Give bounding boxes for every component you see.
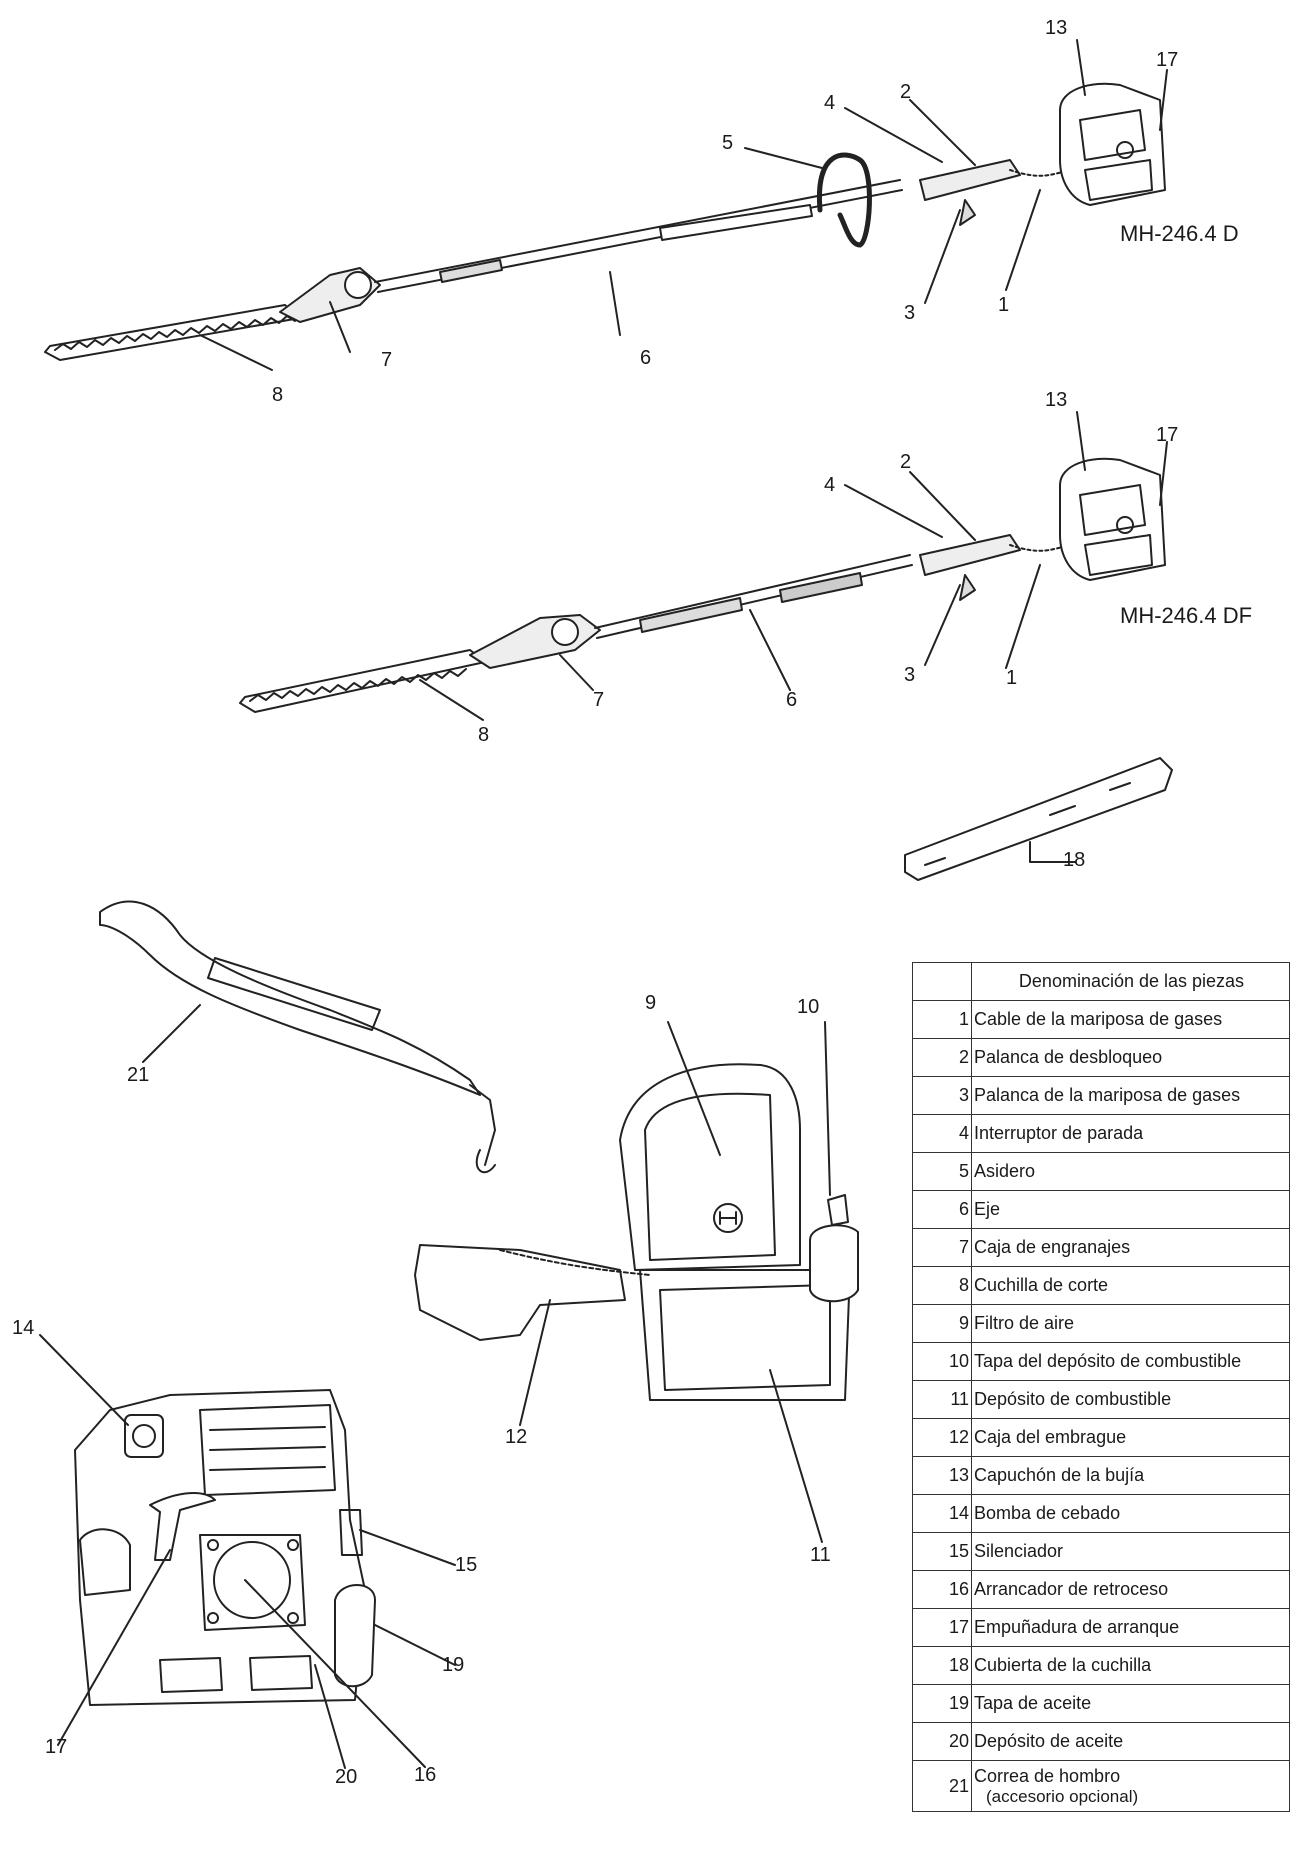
callout-17: 17: [1156, 424, 1179, 446]
front-handle-d: [816, 152, 872, 248]
callout-13: 13: [1045, 17, 1068, 39]
table-row: 21 Correa de hombro (accesorio opcional): [912, 1760, 1290, 1812]
callout-13: 13: [1045, 389, 1068, 411]
table-header: Denominación de las piezas: [971, 962, 1290, 1001]
callout-19: 19: [442, 1654, 465, 1676]
hedge-trimmer-d: [44, 39, 1168, 371]
table-header-row: Denominación de las piezas: [912, 962, 1290, 1001]
callout-6: 6: [786, 689, 798, 711]
callout-17: 17: [1156, 49, 1179, 71]
engine-df: [1059, 457, 1166, 581]
engine-side-view: [414, 1021, 859, 1543]
callout-17: 17: [45, 1736, 68, 1758]
callout-7: 7: [381, 349, 393, 371]
callout-8: 8: [272, 384, 284, 406]
model-label-df: MH-246.4 DF: [1120, 603, 1253, 628]
row-note: (accesorio opcional): [986, 1786, 1139, 1806]
model-label-d: MH-246.4 D: [1120, 221, 1239, 246]
callout-9: 9: [645, 992, 657, 1014]
callout-2: 2: [900, 81, 912, 103]
callout-3: 3: [904, 302, 916, 324]
callout-20: 20: [335, 1766, 358, 1788]
hedge-trimmer-df: [239, 411, 1168, 721]
callout-14: 14: [12, 1317, 35, 1339]
callout-1: 1: [998, 294, 1010, 316]
callout-18: 18: [1063, 849, 1086, 871]
callout-7: 7: [593, 689, 605, 711]
blade-df: [239, 649, 486, 713]
engine-d: [1059, 82, 1166, 206]
callout-1: 1: [1006, 667, 1018, 689]
callout-21: 21: [127, 1064, 150, 1086]
callout-15: 15: [455, 1554, 478, 1576]
blade-cover-illustration: [904, 757, 1173, 881]
callout-11: 11: [810, 1544, 831, 1566]
gearbox-df: [469, 614, 601, 669]
shoulder-strap-illustration: [99, 900, 496, 1174]
callout-10: 10: [797, 996, 820, 1018]
callout-4: 4: [824, 92, 836, 114]
engine-front-view: [39, 1334, 456, 1769]
callout-2: 2: [900, 451, 912, 473]
callout-3: 3: [904, 664, 916, 686]
callout-16: 16: [414, 1764, 437, 1786]
callout-6: 6: [640, 347, 652, 369]
callout-8: 8: [478, 724, 490, 746]
callout-4: 4: [824, 474, 836, 496]
callout-5: 5: [722, 132, 734, 154]
callout-12: 12: [505, 1426, 528, 1448]
row-name: Correa de hombro: [974, 1765, 1121, 1786]
